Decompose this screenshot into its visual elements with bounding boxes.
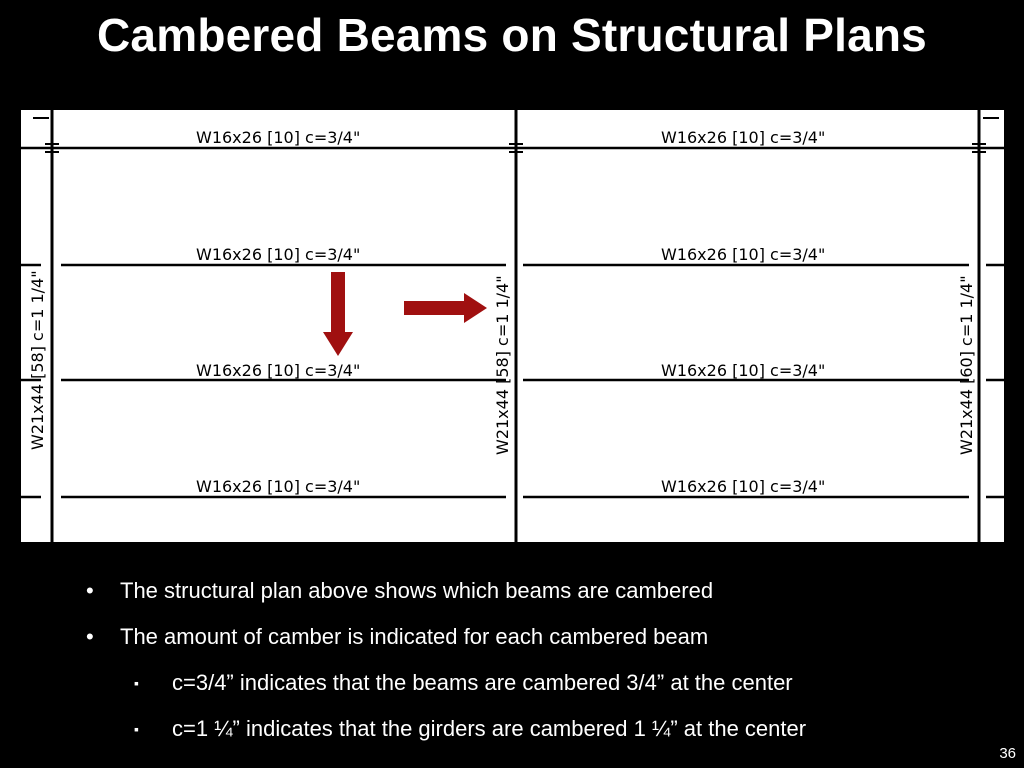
bullet-marker: • <box>86 578 94 603</box>
arrow-down-icon <box>323 272 353 356</box>
girder-label-left: W21x44 [58] c=1 1/4" <box>28 270 47 450</box>
beam-lines <box>21 146 1004 499</box>
beam-label: W16x26 [10] c=3/4" <box>661 477 825 496</box>
bullet-text: c=3/4” indicates that the beams are camb… <box>172 670 793 695</box>
bullet-marker: ▪ <box>134 721 139 737</box>
connection-ticks <box>33 117 999 153</box>
girder-label-right: W21x44 [60] c=1 1/4" <box>957 275 976 455</box>
sub-bullet-item: ▪ c=1 ¼” indicates that the girders are … <box>134 716 807 742</box>
beam-label: W16x26 [10] c=3/4" <box>196 245 360 264</box>
sub-bullet-item: ▪ c=3/4” indicates that the beams are ca… <box>134 670 793 696</box>
bullet-item: • The amount of camber is indicated for … <box>86 624 709 650</box>
bullet-item: • The structural plan above shows which … <box>86 578 714 604</box>
girder-label-middle: W21x44 [58] c=1 1/4" <box>493 275 512 455</box>
bullet-marker: • <box>86 624 94 649</box>
beam-label: W16x26 [10] c=3/4" <box>196 477 360 496</box>
beam-label: W16x26 [10] c=3/4" <box>196 361 360 380</box>
beam-label: W16x26 [10] c=3/4" <box>661 361 825 380</box>
bullet-text: The structural plan above shows which be… <box>120 578 714 603</box>
bullet-text: The amount of camber is indicated for ea… <box>120 624 709 649</box>
slide-number: 36 <box>999 745 1016 762</box>
structural-plan-drawing: W16x26 [10] c=3/4" W16x26 [10] c=3/4" W1… <box>21 110 1004 542</box>
column-lines <box>50 110 981 542</box>
beam-label: W16x26 [10] c=3/4" <box>196 128 360 147</box>
bullet-marker: ▪ <box>134 675 139 691</box>
arrow-right-icon <box>404 293 487 323</box>
bullet-text: c=1 ¼” indicates that the girders are ca… <box>172 716 807 741</box>
beam-label: W16x26 [10] c=3/4" <box>661 128 825 147</box>
slide-title: Cambered Beams on Structural Plans <box>97 9 927 61</box>
beam-label: W16x26 [10] c=3/4" <box>661 245 825 264</box>
